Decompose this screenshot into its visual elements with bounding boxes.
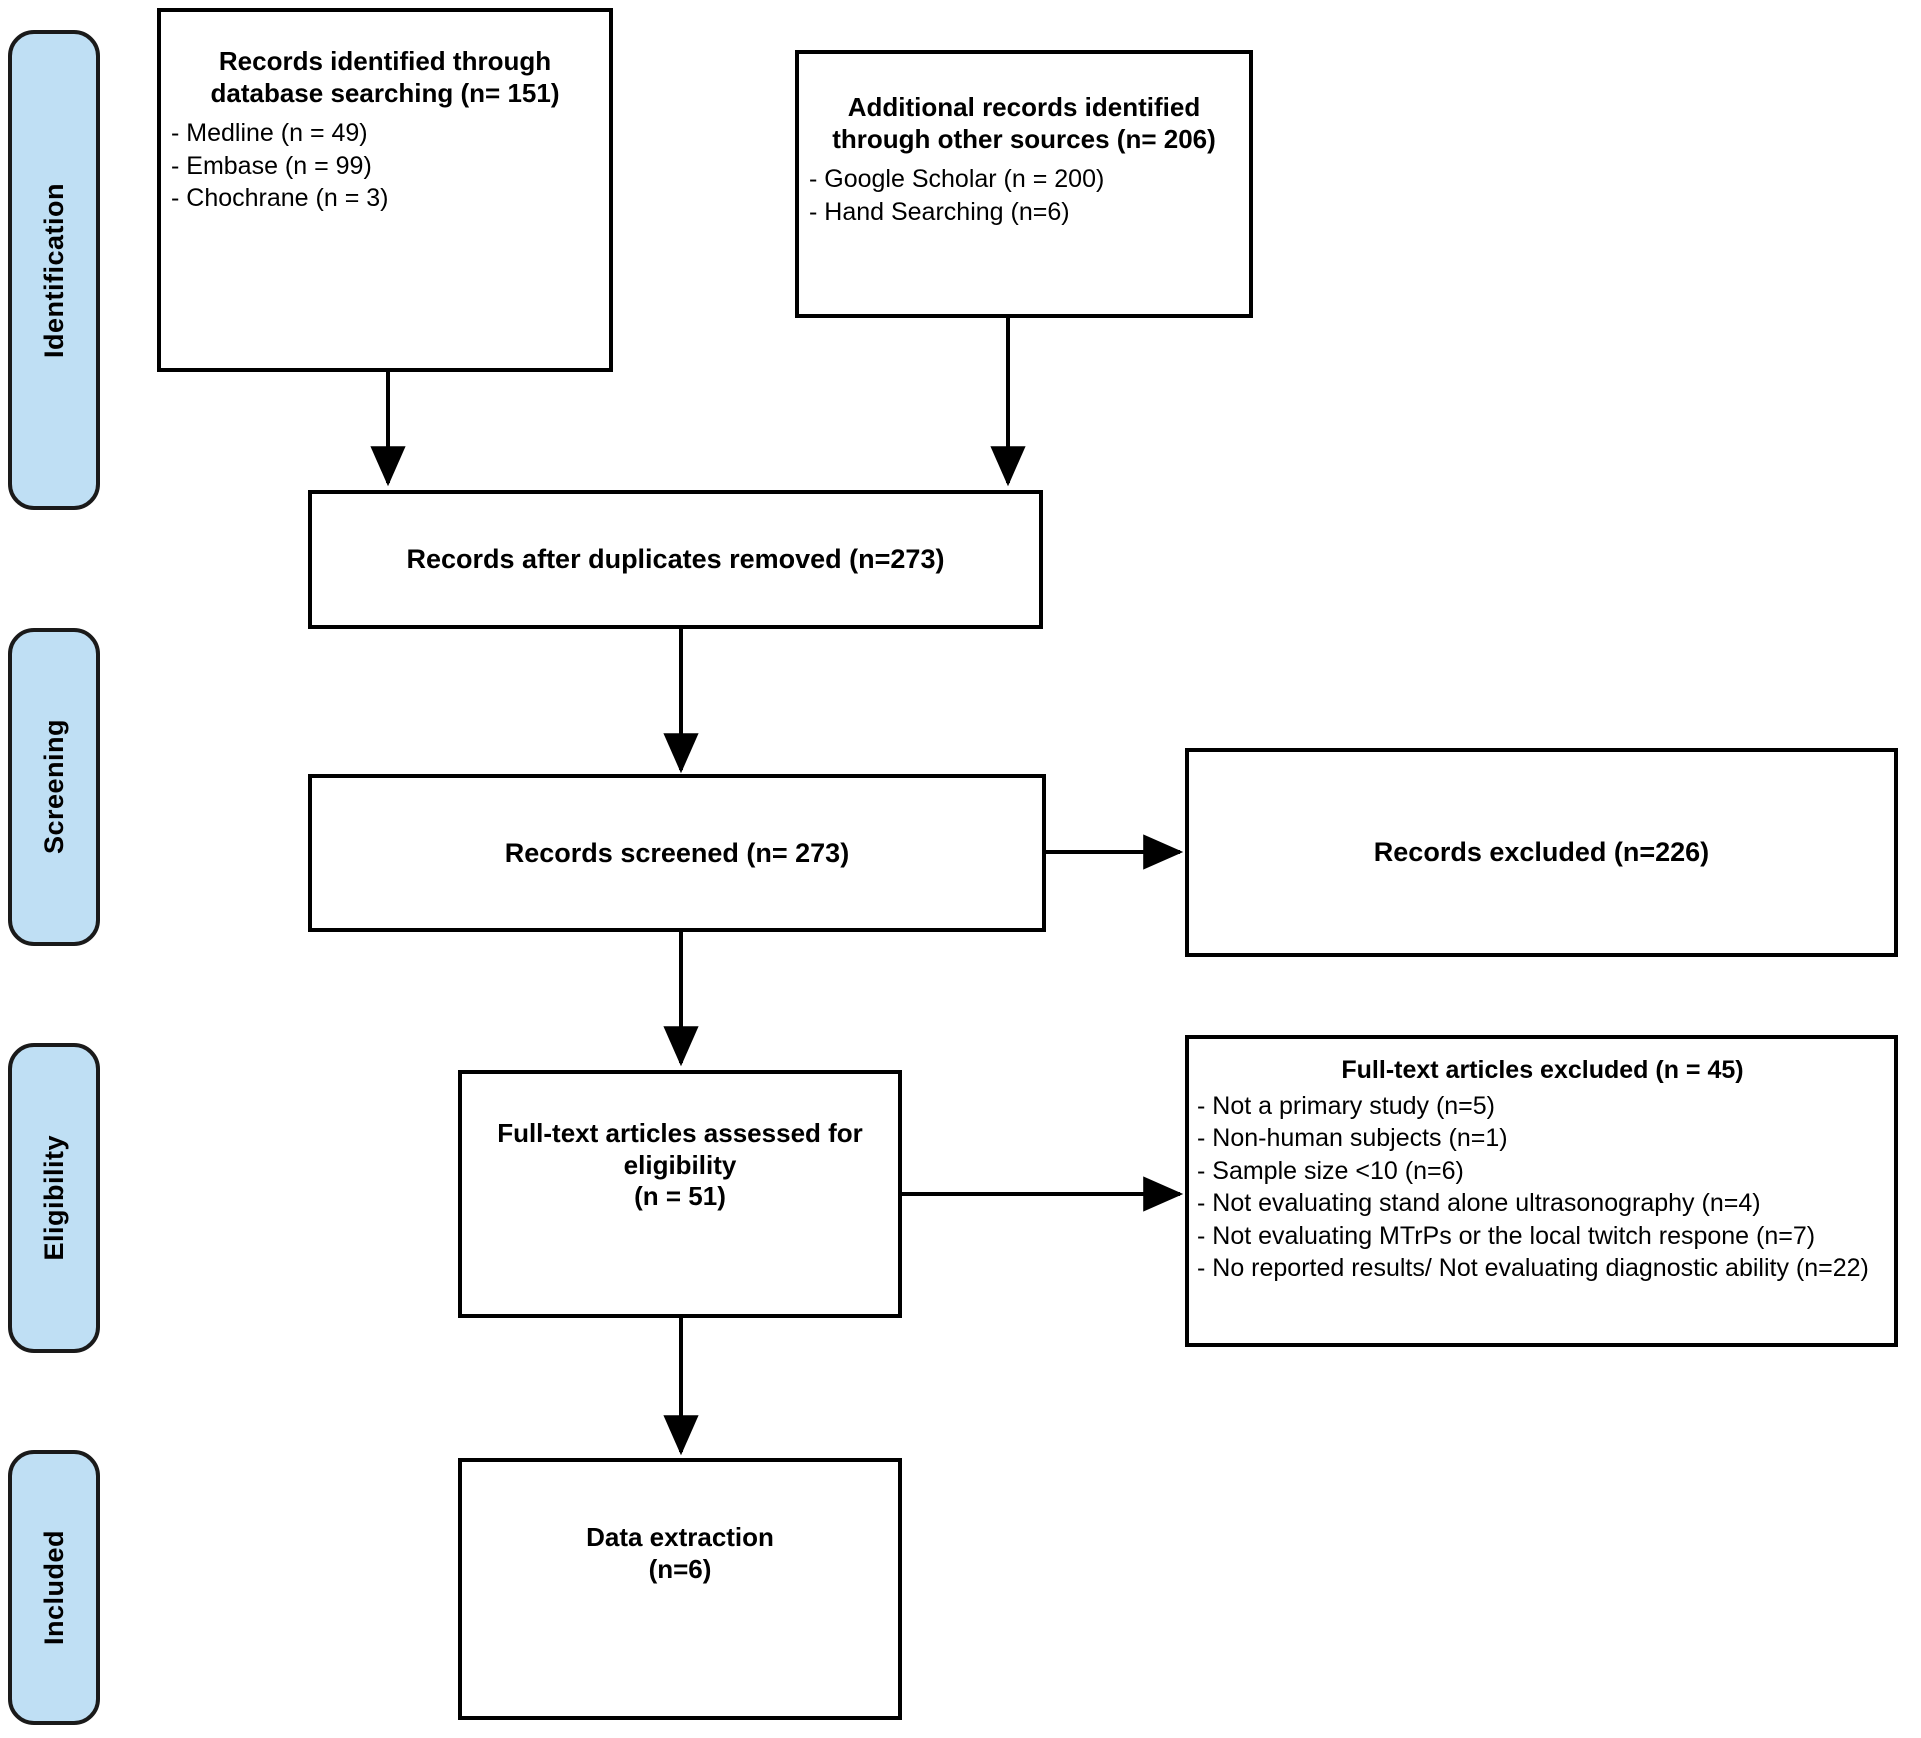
phase-tab-label: Identification (38, 182, 69, 358)
phase-tab-screening[interactable]: Screening (8, 628, 100, 946)
list-item: - Google Scholar (n = 200) (809, 165, 1105, 194)
box-other-sources: Additional records identified through ot… (795, 50, 1253, 318)
phase-tab-label: Included (38, 1529, 69, 1645)
box-data-extraction: Data extraction (n=6) (458, 1458, 902, 1720)
list-item: - Chochrane (n = 3) (171, 184, 389, 213)
box-data-extraction-title-line2: (n=6) (648, 1553, 712, 1584)
phase-tab-label: Eligibility (38, 1135, 69, 1261)
phase-tab-eligibility[interactable]: Eligibility (8, 1043, 100, 1353)
list-item: - Hand Searching (n=6) (809, 197, 1070, 226)
box-records-screened-title: Records screened (n= 273) (504, 837, 850, 868)
box-fulltext-assessed-title-line3: (n = 51) (634, 1181, 726, 1212)
phase-tab-included[interactable]: Included (8, 1450, 100, 1725)
phase-tab-identification[interactable]: Identification (8, 30, 100, 510)
list-item: - No reported results/ Not evaluating di… (1197, 1254, 1869, 1282)
list-item: - Not evaluating stand alone ultrasonogr… (1197, 1189, 1761, 1217)
box-duplicates-removed: Records after duplicates removed (n=273) (308, 490, 1043, 629)
box-duplicates-removed-title: Records after duplicates removed (n=273) (406, 544, 945, 574)
box-fulltext-assessed: Full-text articles assessed for eligibil… (458, 1070, 902, 1318)
list-item: - Embase (n = 99) (171, 151, 372, 180)
box-records-screened: Records screened (n= 273) (308, 774, 1046, 932)
box-fulltext-excluded: Full-text articles excluded (n = 45) - N… (1185, 1035, 1898, 1347)
box-database-search-title-line1: Records identified through (218, 46, 552, 76)
list-item: - Not a primary study (n=5) (1197, 1091, 1496, 1120)
box-database-search: Records identified through database sear… (157, 8, 613, 372)
box-fulltext-excluded-items: - Not a primary study (n=5) - Non-human … (1197, 1090, 1888, 1285)
phase-tab-label: Screening (38, 719, 69, 855)
box-fulltext-assessed-title-line1: Full-text articles assessed for (497, 1118, 863, 1148)
list-item: - Not evaluating MTrPs or the local twit… (1197, 1221, 1816, 1250)
box-records-excluded-title: Records excluded (n=226) (1373, 837, 1710, 867)
box-other-sources-title-line2: through other sources (n= 206) (832, 123, 1216, 154)
box-fulltext-excluded-title: Full-text articles excluded (n = 45) (1341, 1056, 1744, 1084)
box-other-sources-title-line1: Additional records identified (847, 92, 1201, 122)
box-other-sources-items: - Google Scholar (n = 200) - Hand Search… (809, 163, 1239, 228)
list-item: - Medline (n = 49) (171, 119, 368, 148)
box-database-search-title-line2: database searching (n= 151) (210, 77, 560, 108)
box-data-extraction-title-line1: Data extraction (586, 1522, 774, 1552)
box-database-search-items: - Medline (n = 49) - Embase (n = 99) - C… (171, 117, 599, 215)
box-fulltext-assessed-title-line2: eligibility (623, 1149, 737, 1180)
list-item: - Sample size <10 (n=6) (1197, 1156, 1464, 1185)
box-records-excluded: Records excluded (n=226) (1185, 748, 1898, 957)
list-item: - Non-human subjects (n=1) (1197, 1124, 1508, 1152)
